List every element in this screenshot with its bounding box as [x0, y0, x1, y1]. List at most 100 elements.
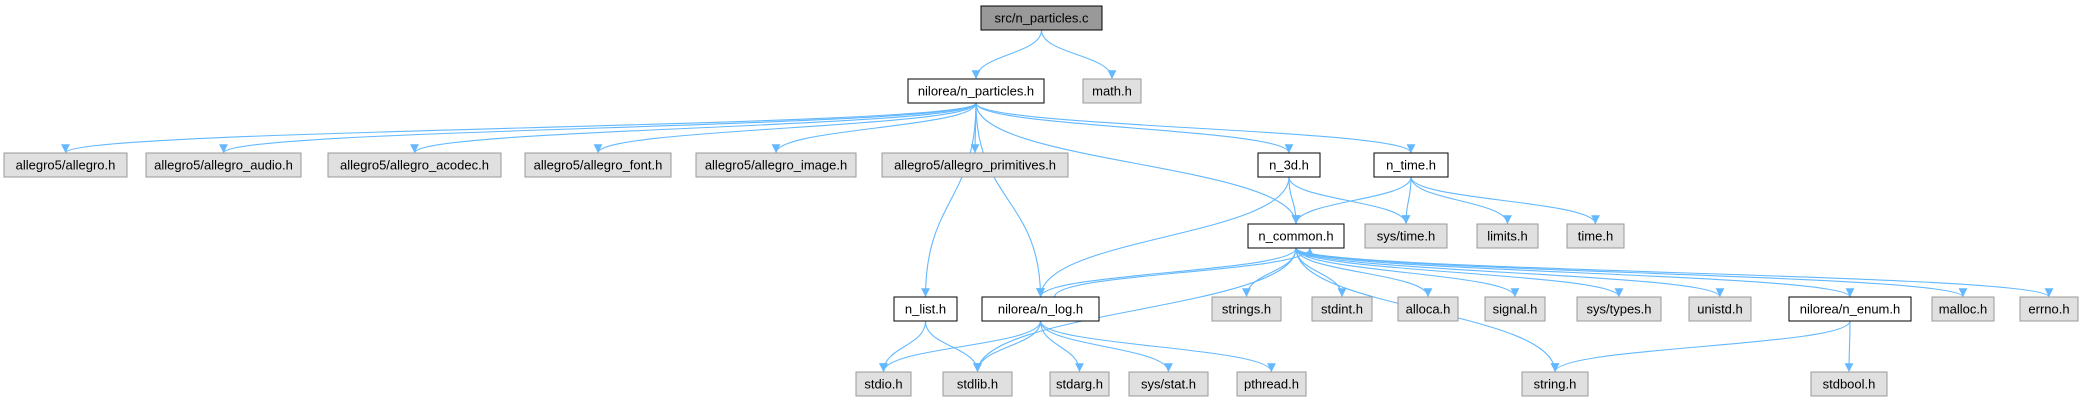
- node-box-stdio_h: [855, 371, 912, 397]
- node-box-errno_h: [2019, 296, 2079, 322]
- node-stdlib_h: stdlib.h: [942, 371, 1013, 397]
- node-label-time_h: time.h: [1578, 229, 1613, 244]
- edge-n_common_h-to-errno_h: [1295, 247, 2054, 298]
- node-box-stdarg_h: [1049, 371, 1110, 397]
- node-n_3d_h[interactable]: n_3d.h: [1257, 152, 1321, 178]
- node-label-sys_stat_h: sys/stat.h: [1141, 377, 1196, 392]
- edge-n_3d_h-to-n_log_h: [1036, 176, 1290, 298]
- node-allegro_image_h: allegro5/allegro_image.h: [695, 152, 857, 178]
- node-n_enum_h[interactable]: nilorea/n_enum.h: [1788, 296, 1912, 322]
- node-stdint_h: stdint.h: [1311, 296, 1373, 322]
- node-sys_time_h: sys/time.h: [1364, 223, 1448, 249]
- node-stdio_h: stdio.h: [855, 371, 912, 397]
- node-box-allegro_h: [3, 152, 128, 178]
- node-label-allegro_acodec_h: allegro5/allegro_acodec.h: [340, 158, 489, 173]
- node-label-allegro_audio_h: allegro5/allegro_audio.h: [154, 158, 293, 173]
- node-label-stdlib_h: stdlib.h: [957, 377, 998, 392]
- node-allegro_acodec_h: allegro5/allegro_acodec.h: [327, 152, 502, 178]
- node-sys_stat_h: sys/stat.h: [1128, 371, 1209, 397]
- node-label-allegro_h: allegro5/allegro.h: [16, 158, 116, 173]
- node-label-unistd_h: unistd.h: [1697, 302, 1743, 317]
- node-box-time_h: [1566, 223, 1625, 249]
- edge-n_enum_h-to-stdbool_h: [1844, 320, 1854, 373]
- edge-root-to-math_h: [1040, 29, 1117, 80]
- node-signal_h: signal.h: [1484, 296, 1546, 322]
- node-box-stdlib_h: [942, 371, 1013, 397]
- edge-n_common_h-to-strings_h: [1242, 247, 1297, 298]
- edge-n_log_h-to-stdarg_h: [1039, 320, 1084, 373]
- edge-n_enum_h-to-string_h: [1550, 320, 1851, 373]
- node-box-unistd_h: [1688, 296, 1752, 322]
- node-root[interactable]: src/n_particles.c: [980, 5, 1103, 31]
- node-box-n_common_h: [1247, 223, 1345, 249]
- node-label-n_time_h: n_time.h: [1386, 158, 1436, 173]
- edge-n_particles_h-to-n_common_h: [975, 102, 1301, 225]
- node-box-stdint_h: [1311, 296, 1373, 322]
- node-n_common_h[interactable]: n_common.h: [1247, 223, 1345, 249]
- edge-n_particles_h-to-allegro_h: [61, 102, 977, 154]
- node-label-sys_time_h: sys/time.h: [1377, 229, 1436, 244]
- edge-n_particles_h-to-allegro_audio_h: [219, 102, 977, 154]
- node-label-malloc_h: malloc.h: [1939, 302, 1987, 317]
- node-box-sys_time_h: [1364, 223, 1448, 249]
- node-label-n_3d_h: n_3d.h: [1269, 158, 1309, 173]
- node-label-n_common_h: n_common.h: [1258, 229, 1333, 244]
- node-box-pthread_h: [1236, 371, 1307, 397]
- edge-n_common_h-to-signal_h: [1295, 247, 1520, 298]
- node-label-stdio_h: stdio.h: [864, 377, 902, 392]
- node-label-stdint_h: stdint.h: [1321, 302, 1363, 317]
- node-label-string_h: string.h: [1534, 377, 1577, 392]
- node-limits_h: limits.h: [1476, 223, 1539, 249]
- node-box-allegro_primitives_h: [881, 152, 1069, 178]
- node-box-strings_h: [1211, 296, 1282, 322]
- edge-n_time_h-to-n_common_h: [1291, 176, 1412, 225]
- node-box-limits_h: [1476, 223, 1539, 249]
- edge-n_time_h-to-limits_h: [1410, 176, 1512, 225]
- edge-n_log_h-to-pthread_h: [1039, 320, 1276, 373]
- edge-n_common_h-to-stdlib_h: [973, 247, 1297, 373]
- node-label-allegro_font_h: allegro5/allegro_font.h: [534, 158, 663, 173]
- node-label-n_enum_h: nilorea/n_enum.h: [1800, 302, 1900, 317]
- edge-n_log_h-to-sys_stat_h: [1039, 320, 1173, 373]
- node-unistd_h: unistd.h: [1688, 296, 1752, 322]
- node-box-malloc_h: [1931, 296, 1995, 322]
- node-n_log_h[interactable]: nilorea/n_log.h: [981, 296, 1100, 322]
- edge-n_time_h-to-time_h: [1410, 176, 1600, 225]
- node-label-n_particles_h: nilorea/n_particles.h: [918, 84, 1034, 99]
- node-box-root: [980, 5, 1103, 31]
- node-math_h: math.h: [1082, 78, 1142, 104]
- node-errno_h: errno.h: [2019, 296, 2079, 322]
- node-box-signal_h: [1484, 296, 1546, 322]
- edge-n_particles_h-to-n_3d_h: [975, 102, 1294, 154]
- node-box-stdbool_h: [1810, 371, 1888, 397]
- edge-n_common_h-to-n_log_h: [1036, 247, 1297, 298]
- edge-n_particles_h-to-allegro_font_h: [593, 102, 977, 154]
- node-box-allegro_image_h: [695, 152, 857, 178]
- node-label-math_h: math.h: [1092, 84, 1132, 99]
- node-strings_h: strings.h: [1211, 296, 1282, 322]
- node-label-errno_h: errno.h: [2028, 302, 2069, 317]
- edge-n_log_h-to-stdlib_h: [973, 320, 1042, 373]
- edge-n_time_h-to-sys_time_h: [1401, 176, 1412, 225]
- edge-n_common_h-to-unistd_h: [1295, 247, 1725, 298]
- edge-layer: [61, 29, 2054, 373]
- node-malloc_h: malloc.h: [1931, 296, 1995, 322]
- node-sys_types_h: sys/types.h: [1576, 296, 1662, 322]
- node-label-stdbool_h: stdbool.h: [1823, 377, 1876, 392]
- node-n_time_h[interactable]: n_time.h: [1373, 152, 1449, 178]
- node-box-alloca_h: [1397, 296, 1459, 322]
- node-n_particles_h[interactable]: nilorea/n_particles.h: [907, 78, 1045, 104]
- node-alloca_h: alloca.h: [1397, 296, 1459, 322]
- node-n_list_h[interactable]: n_list.h: [893, 296, 958, 322]
- node-allegro_font_h: allegro5/allegro_font.h: [524, 152, 672, 178]
- edge-n_list_h-to-stdlib_h: [924, 320, 982, 373]
- node-allegro_primitives_h: allegro5/allegro_primitives.h: [881, 152, 1069, 178]
- node-box-string_h: [1521, 371, 1589, 397]
- node-label-allegro_image_h: allegro5/allegro_image.h: [705, 158, 847, 173]
- node-label-n_list_h: n_list.h: [905, 302, 946, 317]
- edge-n_particles_h-to-n_time_h: [975, 102, 1416, 154]
- edge-n_3d_h-to-sys_time_h: [1288, 176, 1411, 225]
- node-label-strings_h: strings.h: [1222, 302, 1271, 317]
